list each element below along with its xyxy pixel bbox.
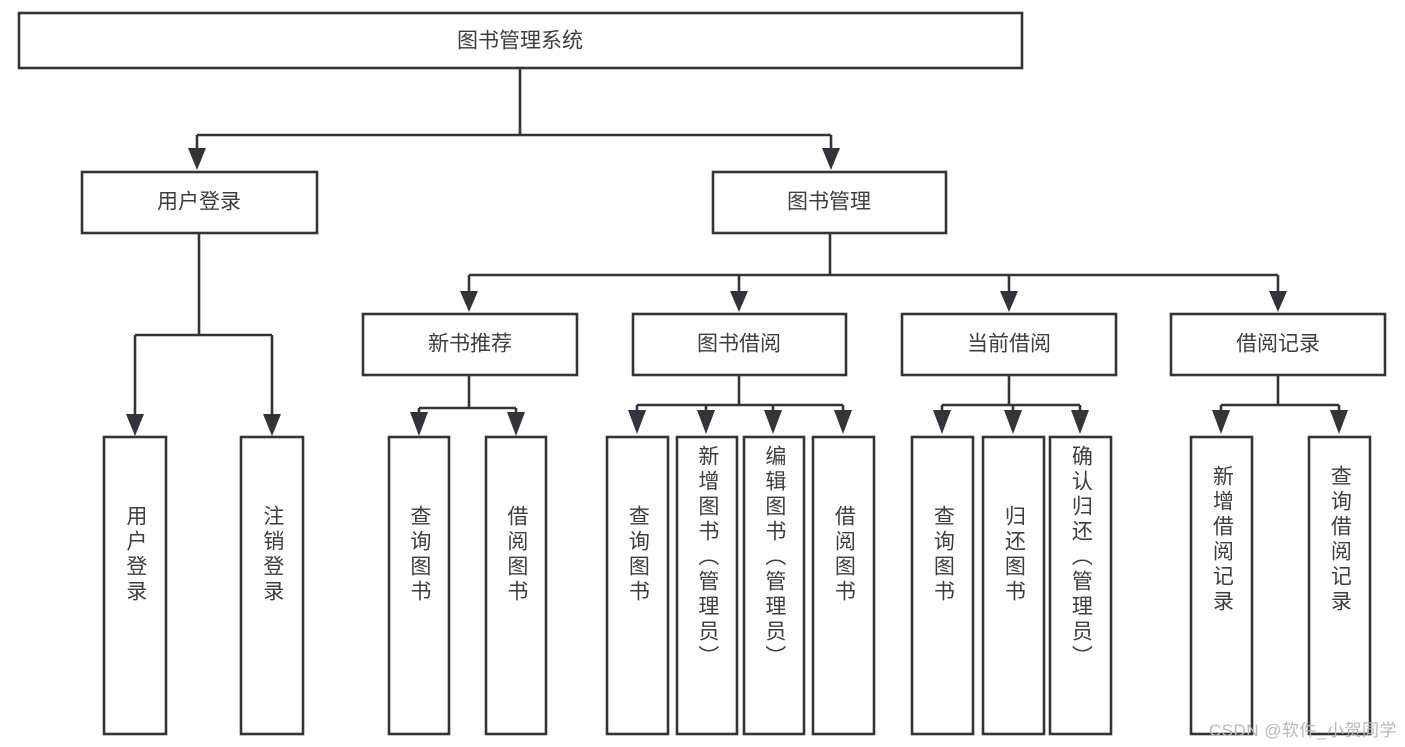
leaf-box-new-book-recommend-0[interactable]	[387, 435, 451, 736]
node-book-management[interactable]	[711, 170, 948, 235]
node-root-book-management-system[interactable]	[17, 11, 1024, 70]
csdn-watermark: CSDN @软件_小贺同学	[1208, 721, 1397, 740]
arrow-borrow-leaf-4	[834, 410, 852, 434]
arrow-record-leaf-1	[1212, 410, 1230, 434]
arrow-root-to-book-mgmt	[822, 148, 840, 170]
arrow-root-to-user-login	[188, 148, 206, 170]
arrow-record-leaf-2	[1330, 410, 1348, 434]
arrow-current-leaf-3	[1071, 410, 1089, 434]
node-labels-group: 图书管理系统 用户登录 图书管理 新书推荐 图书借阅 当前借阅 借阅记录	[157, 30, 1320, 356]
leaf-box-borrow-record-1[interactable]	[1307, 435, 1372, 736]
arrow-userlogin-leaf-2	[263, 414, 281, 436]
node-borrow-record[interactable]	[1169, 312, 1387, 377]
arrow-newbook-leaf-1	[410, 412, 428, 436]
label-root: 图书管理系统	[457, 30, 583, 53]
arrow-current-leaf-2	[1004, 410, 1022, 434]
arrow-bookmgmt-to-record	[1269, 291, 1287, 312]
arrow-bookmgmt-to-current	[1000, 291, 1018, 312]
node-book-borrow[interactable]	[631, 312, 848, 377]
leaf-box-book-borrow-1[interactable]	[675, 435, 739, 736]
leaf-box-user-login-1[interactable]	[239, 435, 305, 736]
label-book-borrow: 图书借阅	[697, 333, 781, 356]
arrow-bookmgmt-to-borrow	[730, 291, 748, 312]
leaf-box-current-borrow-2[interactable]	[1048, 435, 1113, 736]
leaf-box-book-borrow-2[interactable]	[742, 435, 806, 736]
arrow-borrow-leaf-3	[764, 410, 782, 434]
leaf-box-book-borrow-3[interactable]	[811, 435, 876, 736]
label-current-borrow: 当前借阅	[967, 333, 1051, 356]
label-book-management: 图书管理	[787, 191, 871, 214]
leaf-box-user-login-0[interactable]	[102, 435, 168, 736]
node-user-login[interactable]	[80, 170, 319, 235]
leaf-box-current-borrow-0[interactable]	[910, 435, 975, 736]
arrow-userlogin-leaf-1	[126, 414, 144, 436]
node-new-book-recommend[interactable]	[361, 312, 579, 377]
label-borrow-record: 借阅记录	[1236, 333, 1320, 356]
label-new-book-recommend: 新书推荐	[428, 333, 512, 356]
leaf-box-new-book-recommend-1[interactable]	[484, 435, 548, 736]
arrow-borrow-leaf-1	[628, 410, 646, 434]
arrow-newbook-leaf-2	[507, 412, 525, 436]
node-boxes-group	[17, 11, 1387, 736]
leaf-box-current-borrow-1[interactable]	[981, 435, 1046, 736]
arrow-current-leaf-1	[933, 410, 951, 434]
connectors-group	[126, 68, 1348, 436]
leaf-box-book-borrow-0[interactable]	[605, 435, 670, 736]
node-current-borrow[interactable]	[900, 312, 1118, 377]
label-user-login: 用户登录	[157, 191, 241, 214]
arrow-bookmgmt-to-newbook	[460, 291, 478, 312]
leaf-box-borrow-record-0[interactable]	[1189, 435, 1254, 736]
arrow-borrow-leaf-2	[697, 410, 715, 434]
